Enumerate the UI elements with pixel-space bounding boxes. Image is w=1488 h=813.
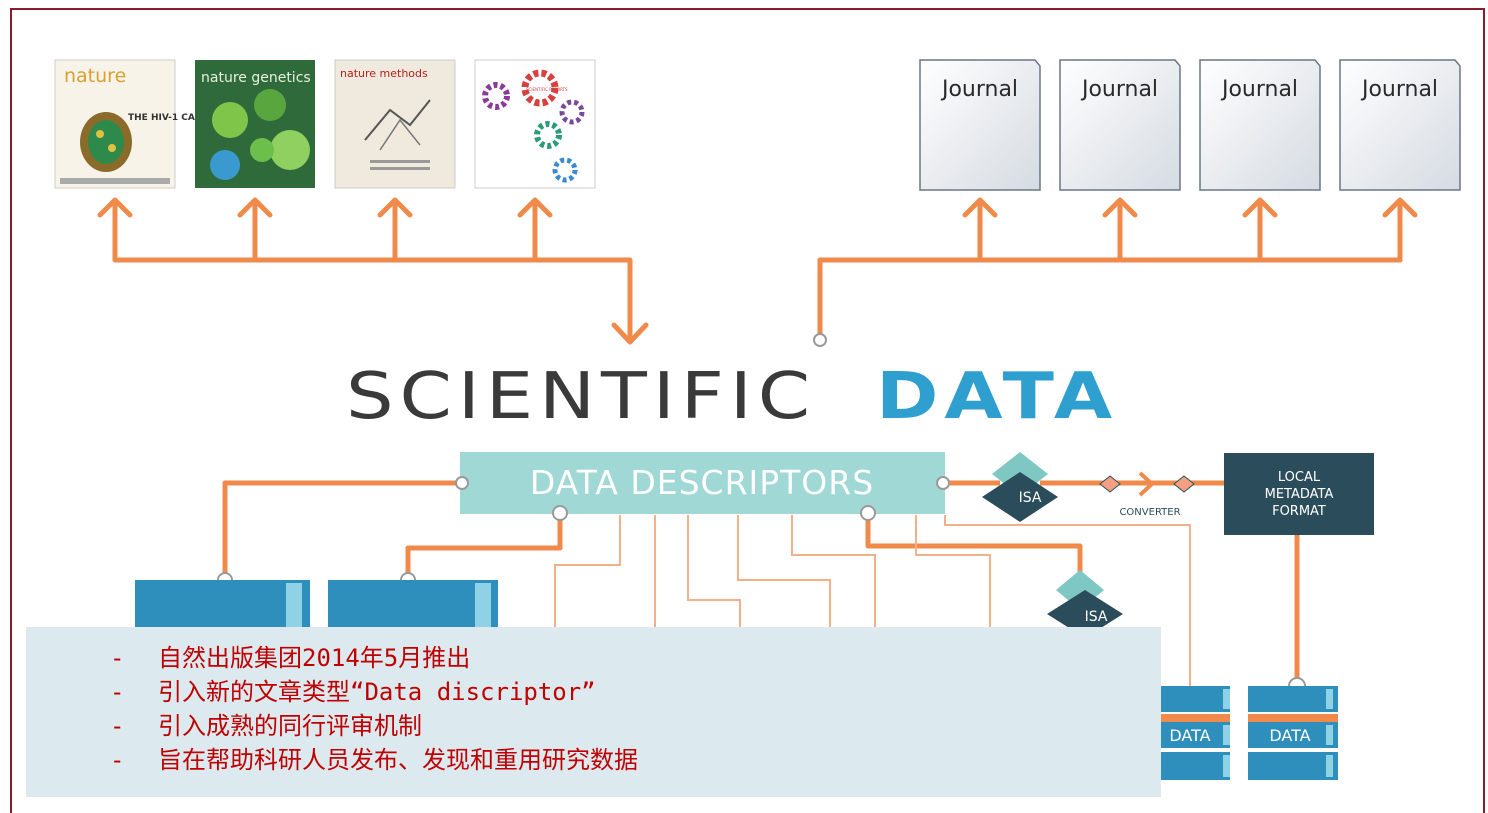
isa-icon-top: ISA	[982, 452, 1058, 522]
bullet-dash: -	[110, 644, 125, 672]
cover-nature-methods: nature methods	[334, 59, 456, 189]
converter-label: CONVERTER	[1119, 507, 1180, 518]
svg-text:SCIENTIFIC: SCIENTIFIC	[346, 360, 816, 434]
svg-text:Journal: Journal	[940, 77, 1018, 102]
journal-1: Journal	[919, 59, 1041, 191]
svg-text:ISA: ISA	[1019, 490, 1042, 506]
isa-icon-bottom: ISA	[1047, 570, 1123, 638]
bullet-item: - 旨在帮助科研人员发布、发现和重用研究数据	[110, 743, 1161, 777]
svg-text:nature: nature	[64, 65, 126, 87]
bullet-dash: -	[110, 678, 125, 706]
svg-text:ISA: ISA	[1085, 609, 1108, 625]
connectors-top	[97, 197, 1418, 345]
data-stack-right-2: DATA	[1248, 686, 1338, 780]
svg-text:Journal: Journal	[1360, 77, 1438, 102]
connectors-bottom	[222, 480, 1300, 680]
svg-text:METADATA: METADATA	[1265, 487, 1334, 502]
bullet-item: - 引入新的文章类型“Data discriptor”	[110, 675, 1161, 709]
cover-nature-genetics: nature genetics	[195, 60, 315, 188]
scientific-data-logo: SCIENTIFIC DATA	[346, 360, 1118, 434]
journal-2: Journal	[1059, 59, 1181, 191]
bullet-text: 引入新的文章类型“Data discriptor”	[158, 678, 596, 706]
svg-text:DATA: DATA	[1269, 726, 1310, 745]
cover-scientific-reports: SCIENTIFIC REPORTS	[474, 59, 596, 189]
svg-text:THE HIV-1 CAPSID: THE HIV-1 CAPSID	[128, 113, 219, 123]
svg-text:FORMAT: FORMAT	[1272, 504, 1326, 519]
data-stack-left-1	[135, 580, 310, 630]
cover-nature: nature THE HIV-1 CAPSID	[54, 59, 219, 189]
data-descriptors-label: DATA DESCRIPTORS	[530, 463, 874, 502]
svg-text:nature methods: nature methods	[340, 67, 428, 80]
data-stack-right-1: DATA	[1160, 686, 1230, 780]
bullet-text: 自然出版集团2014年5月推出	[158, 644, 471, 672]
bullet-item: - 引入成熟的同行评审机制	[110, 709, 1161, 743]
journal-3: Journal	[1199, 59, 1321, 191]
data-descriptors-box	[460, 452, 945, 514]
data-stack-left-2	[328, 580, 498, 630]
bullet-text: 引入成熟的同行评审机制	[158, 712, 422, 740]
bullet-dash: -	[110, 712, 125, 740]
svg-text:DATA: DATA	[876, 360, 1118, 434]
bullet-list-panel: - 自然出版集团2014年5月推出 - 引入新的文章类型“Data discript…	[26, 627, 1161, 797]
svg-text:DATA: DATA	[1169, 726, 1210, 745]
svg-text:Journal: Journal	[1220, 77, 1298, 102]
bullet-text: 旨在帮助科研人员发布、发现和重用研究数据	[158, 746, 638, 774]
svg-text:nature genetics: nature genetics	[201, 70, 311, 86]
bullet-list: - 自然出版集团2014年5月推出 - 引入新的文章类型“Data discript…	[26, 627, 1161, 777]
journal-4: Journal	[1339, 59, 1461, 191]
svg-text:SCIENTIFIC REPORTS: SCIENTIFIC REPORTS	[526, 87, 568, 92]
thin-lines	[554, 515, 1191, 690]
connector-node	[813, 333, 827, 347]
bullet-dash: -	[110, 746, 125, 774]
slide-border	[10, 8, 1485, 813]
svg-text:LOCAL: LOCAL	[1278, 470, 1321, 485]
bullet-item: - 自然出版集团2014年5月推出	[110, 641, 1161, 675]
converter: CONVERTER	[1099, 471, 1195, 518]
svg-text:Journal: Journal	[1080, 77, 1158, 102]
local-metadata-box: LOCAL METADATA FORMAT	[1224, 453, 1374, 535]
